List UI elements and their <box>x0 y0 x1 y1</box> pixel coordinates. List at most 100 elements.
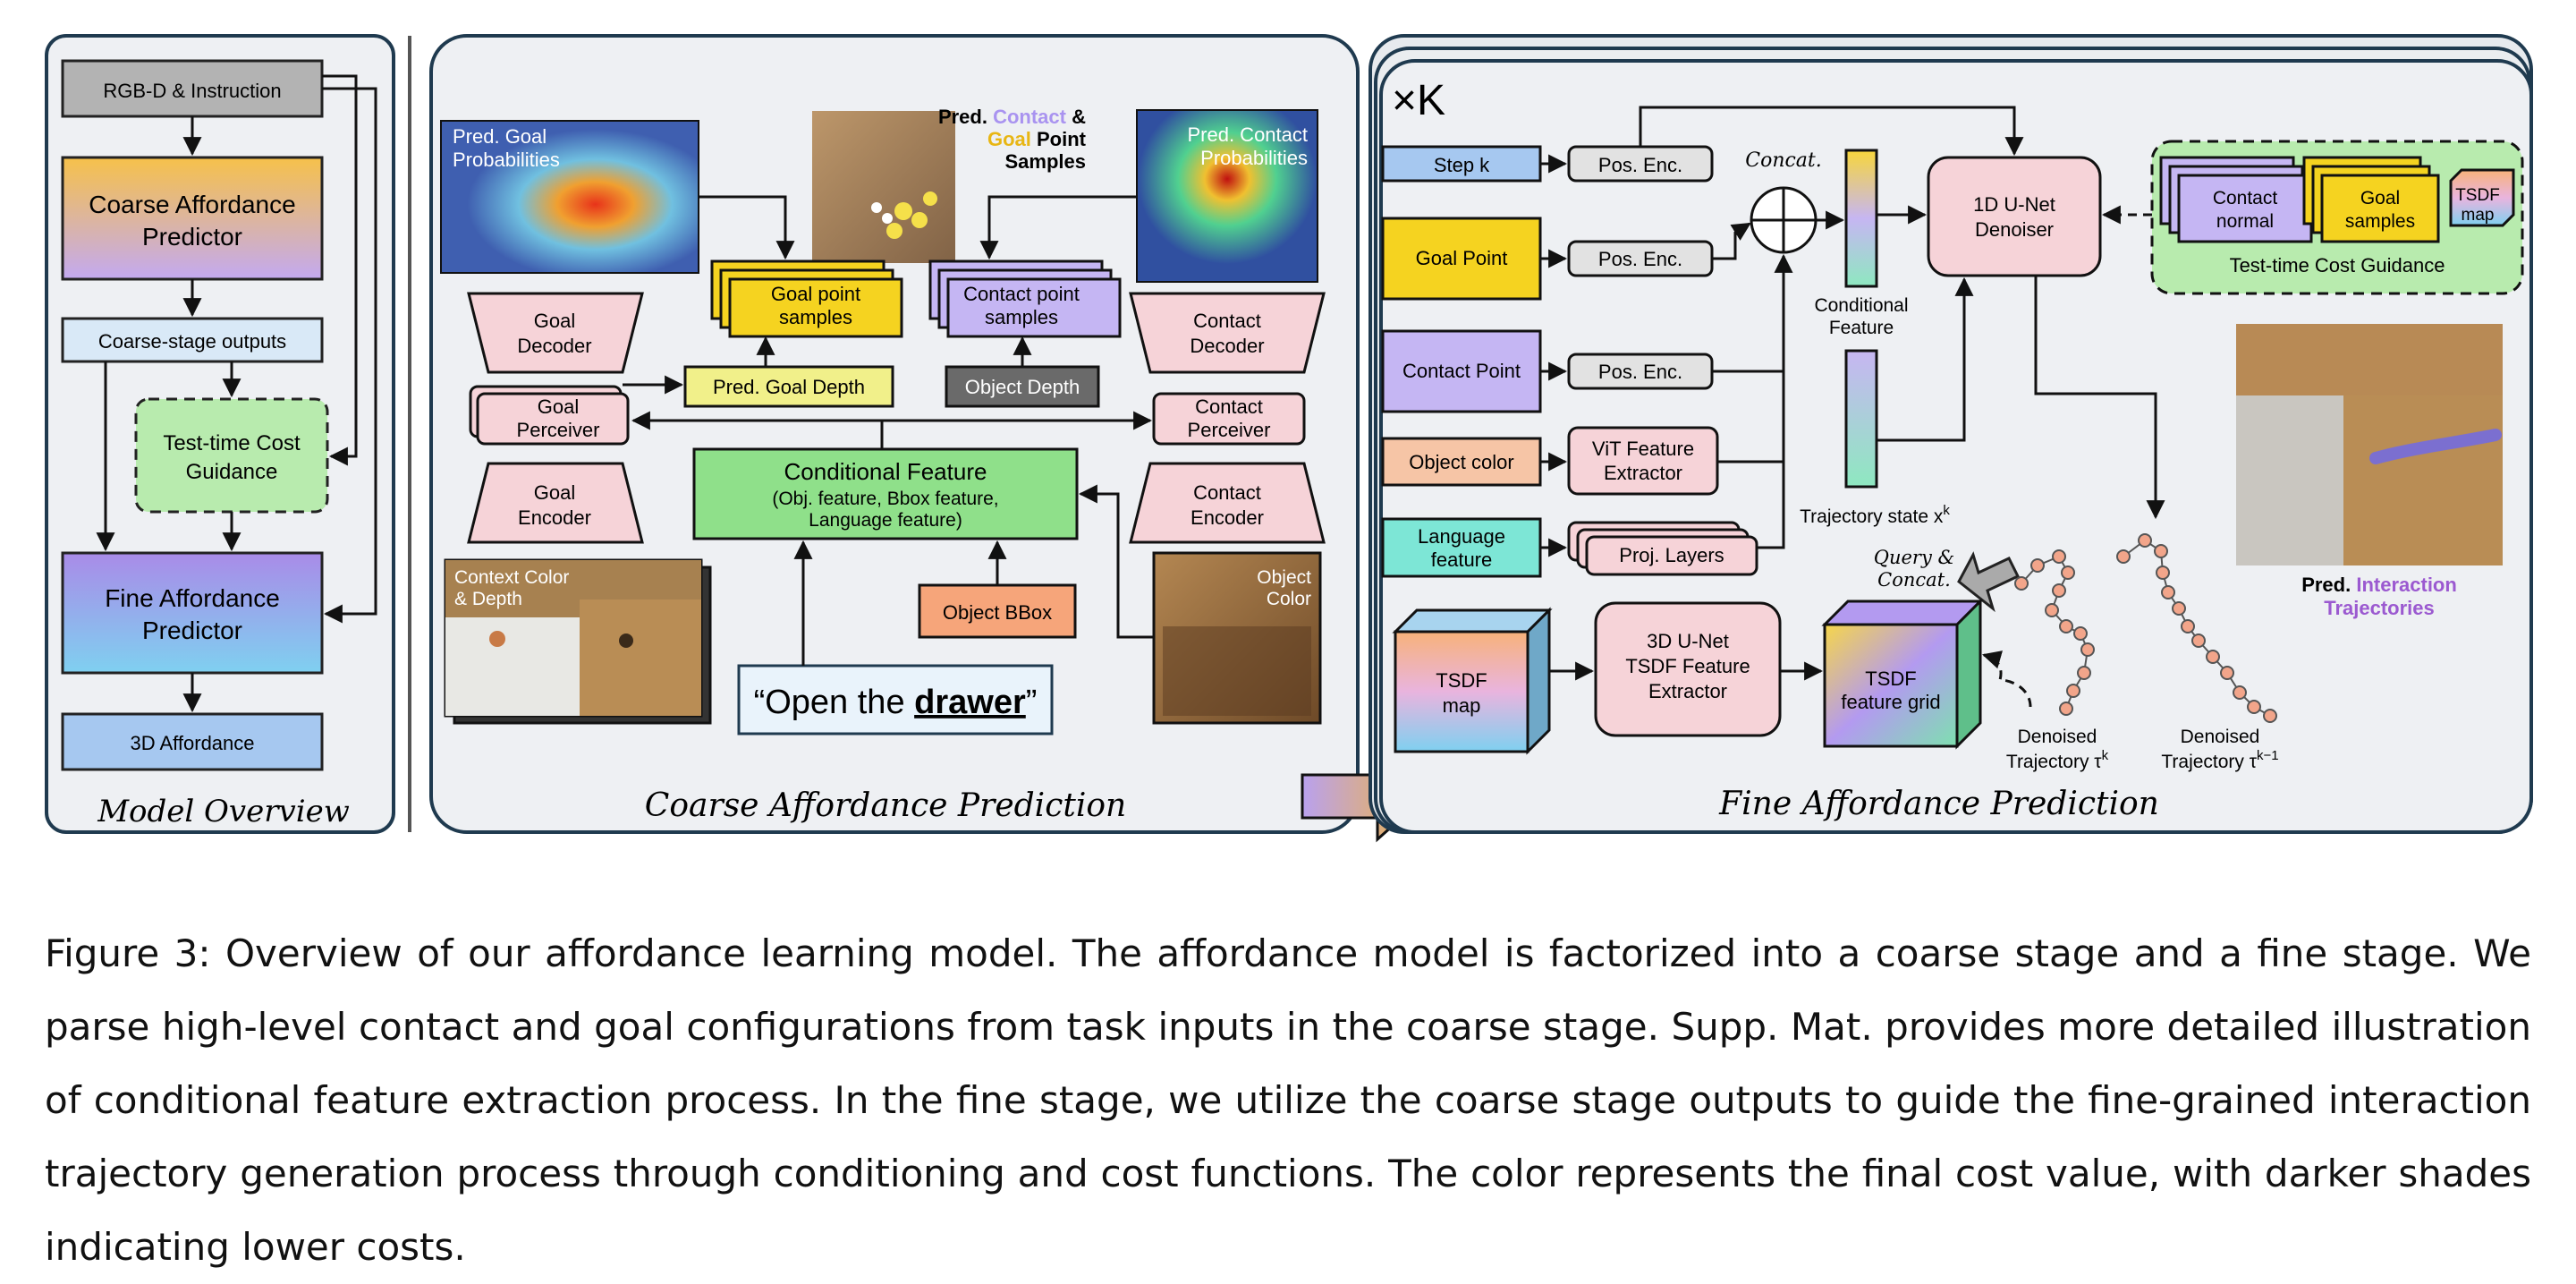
context-label-1: Context Color <box>454 567 569 588</box>
contact-prob-label-2: Probabilities <box>1200 147 1308 169</box>
tsdf-map-label-2: map <box>1443 694 1481 717</box>
coarse-outputs-label: Coarse-stage outputs <box>98 330 286 353</box>
unet-denoiser-box <box>1927 156 2102 277</box>
concat-label: Concat. <box>1745 149 1822 172</box>
samples-line-3: Samples <box>1005 150 1087 173</box>
tsdf-small-label-2: map <box>2462 206 2495 225</box>
affordance-3d-box <box>61 712 324 771</box>
contact-encoder: Contact Encoder <box>1129 462 1326 544</box>
goal-encoder: Goal Encoder <box>467 462 644 544</box>
goal-decoder-label-1: Goal <box>534 310 575 332</box>
denoiser-label-1: 1D U-Net <box>1973 193 2055 216</box>
contact-decoder-label-2: Decoder <box>1190 335 1264 357</box>
conditional-feature-bar <box>1844 149 1878 288</box>
contact-encoder-label-1: Contact <box>1193 481 1261 504</box>
unet3d-label-2: TSDF Feature <box>1625 655 1750 677</box>
contact-encoder-label-2: Encoder <box>1191 506 1264 529</box>
denoised-prev-label-2: Trajectory τk−1 <box>2161 748 2278 772</box>
object-depth-label: Object Depth <box>965 376 1080 398</box>
conditional-feature-box <box>692 447 1079 540</box>
goal-perceiver-label-1: Goal <box>538 395 579 418</box>
coarse-predictor-box <box>61 156 324 281</box>
goal-perceiver: Goal Perceiver <box>469 385 630 446</box>
contact-samples-label-2: samples <box>985 306 1058 328</box>
pred-interaction-image: Pred. Interaction Trajectories <box>2236 324 2503 619</box>
tsdf-feature-grid-cube: TSDF feature grid <box>1821 598 1984 750</box>
fine-panel-title: Fine Affordance Prediction <box>1718 786 2159 822</box>
cond-feature-label-3: Language feature) <box>809 510 962 531</box>
model-overview-title: Model Overview <box>97 794 350 829</box>
goal-point-box <box>1381 217 1542 301</box>
contact-point-samples-box: Contact point samples <box>928 259 1122 338</box>
tsdf-map-cube: TSDF map <box>1392 607 1553 755</box>
goal-point-label: Goal Point <box>1416 247 1508 269</box>
denoised-k-label-2: Trajectory τk <box>2006 748 2109 772</box>
contact-point-label: Contact Point <box>1402 360 1521 382</box>
goal-encoder-label-1: Goal <box>534 481 575 504</box>
denoiser-label-2: Denoiser <box>1975 218 2054 241</box>
step-k-box <box>1381 145 1542 183</box>
affordance-3d-label: 3D Affordance <box>130 732 254 754</box>
goal-prob-label-2: Probabilities <box>453 149 560 171</box>
point-samples-image: Pred. Contact & Goal Point Samples <box>812 106 1087 263</box>
goal-samples-label-2b: samples <box>2345 211 2415 232</box>
query-label-1: Query & <box>1874 547 1954 568</box>
repeat-k-label: ×K <box>1392 77 1445 124</box>
cost-guidance-label-1: Test-time Cost <box>163 431 301 455</box>
cond-feature-label-2: (Obj. feature, Bbox feature, <box>772 489 998 509</box>
samples-line-1: Pred. Contact & <box>938 106 1086 128</box>
contact-perceiver-label-1: Contact <box>1195 395 1263 418</box>
language-feature-box <box>1381 517 1542 578</box>
figure-caption: Figure 3: Overview of our affordance lea… <box>45 931 2531 1269</box>
unet3d-label-3: Extractor <box>1648 680 1727 702</box>
fine-predictor-label-1: Fine Affordance <box>105 584 280 612</box>
object-color-label: Object color <box>1409 451 1513 473</box>
tsdf-small-label-1: TSDF <box>2455 186 2500 205</box>
contact-normal-label-1: Contact <box>2213 188 2278 208</box>
contact-decoder: Contact Decoder <box>1129 292 1326 374</box>
contact-probability-heatmap: Pred. Contact Probabilities <box>1136 109 1318 283</box>
goal-samples-label-1b: Goal <box>2360 188 2400 208</box>
coarse-panel-title: Coarse Affordance Prediction <box>645 787 1126 824</box>
coarse-predictor-label-1: Coarse Affordance <box>89 191 295 218</box>
samples-line-2: Goal Point <box>987 128 1087 150</box>
rgbd-label: RGB-D & Instruction <box>103 80 281 102</box>
vit-label-1: ViT Feature <box>1592 438 1694 460</box>
contact-prob-label-1: Pred. Contact <box>1187 123 1308 146</box>
concat-icon <box>1750 186 1818 254</box>
contact-perceiver: Contact Perceiver <box>1152 392 1306 446</box>
pred-goal-depth-label: Pred. Goal Depth <box>713 376 865 398</box>
goal-encoder-label-2: Encoder <box>518 506 591 529</box>
object-color-image: Object Color <box>1152 551 1322 725</box>
cost-guidance-panel: Contact normal Goal samples TSDF map Tes… <box>2150 140 2524 295</box>
vit-label-2: Extractor <box>1604 462 1682 484</box>
goal-decoder-label-2: Decoder <box>517 335 591 357</box>
unet3d-label-1: 3D U-Net <box>1647 630 1729 652</box>
cost-guidance-label-2: Guidance <box>186 460 278 484</box>
context-label-2: & Depth <box>454 589 522 609</box>
context-color-depth-images: Context Color & Depth <box>444 558 712 725</box>
contact-samples-label-1: Contact point <box>963 283 1080 305</box>
denoised-prev-label-1: Denoised <box>2181 727 2260 747</box>
contact-decoder-label-1: Contact <box>1193 310 1261 332</box>
cond-feat-label-1: Conditional <box>1814 295 1908 316</box>
goal-probability-heatmap: Pred. Goal Probabilities <box>440 120 699 274</box>
goal-prob-label-1: Pred. Goal <box>453 125 547 148</box>
goal-decoder: Goal Decoder <box>467 292 644 374</box>
goal-point-samples-box: Goal point samples <box>710 259 903 338</box>
denoised-trajectory-k <box>2014 549 2095 716</box>
contact-normal-label-2: normal <box>2216 211 2274 232</box>
pos-enc-label-1: Pos. Enc. <box>1598 154 1682 176</box>
cond-feature-label-1: Conditional Feature <box>784 458 987 485</box>
rgbd-instruction-box <box>61 59 324 118</box>
contact-perceiver-label-2: Perceiver <box>1188 419 1271 441</box>
step-k-label: Step k <box>1434 154 1490 176</box>
pred-interaction-line-2: Trajectories <box>2324 597 2435 619</box>
traj-state-label: Trajectory state xk <box>1800 503 1950 527</box>
figure-diagram: RGB-D & Instruction Coarse Affordance Pr… <box>45 34 2533 843</box>
denoised-k-label-1: Denoised <box>2018 727 2097 747</box>
cond-feat-label-2: Feature <box>1829 318 1894 338</box>
pred-goal-depth-box <box>683 365 894 408</box>
proj-layers-label: Proj. Layers <box>1619 544 1724 566</box>
object-color-label-2: Color <box>1267 589 1311 609</box>
